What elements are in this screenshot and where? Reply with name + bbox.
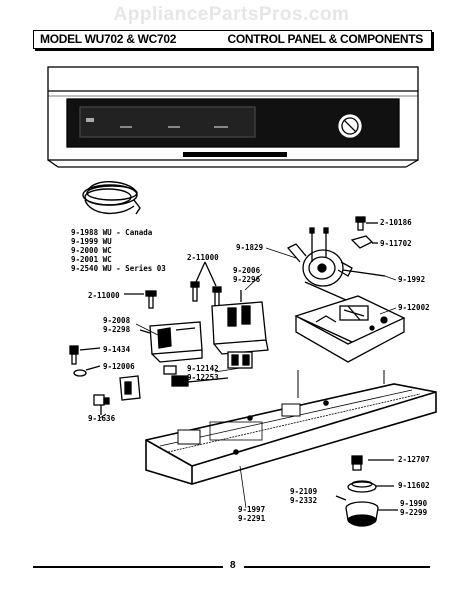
harness-part: 9-2540 WU - Series 03 (71, 264, 166, 273)
part-label: 9-12253 (187, 373, 219, 382)
part-label: 2-11000 (88, 291, 120, 300)
screw-11000-pair (190, 261, 222, 307)
part-label: 9-2298 (103, 325, 131, 334)
section-title: CONTROL PANEL & COMPONENTS (227, 32, 423, 46)
mounting-plate (294, 295, 406, 363)
harness-list: 9-1988 WU - Canada 9-1999 WU 9-2000 WC 9… (71, 228, 166, 273)
part-label: 9-1829 (236, 243, 264, 252)
harness-part: 9-1988 WU - Canada (71, 228, 153, 237)
clip-11702 (350, 235, 378, 249)
part-label: 2-12707 (398, 455, 430, 464)
part-label: 9-1990 (400, 499, 428, 508)
harness-part: 9-1999 WU (71, 237, 112, 246)
part-label: 9-2109 (290, 487, 318, 496)
harness-part: 9-2001 WC (71, 255, 112, 264)
switch-2008 (139, 321, 203, 363)
model-title: MODEL WU702 & WC702 (40, 32, 177, 46)
part-label: 9-1434 (103, 345, 131, 354)
part-label: 9-2006 (233, 266, 261, 275)
washer-12006 (73, 365, 101, 377)
switch-2006 (211, 290, 269, 355)
connector-small (163, 365, 229, 387)
part-label: 9-1992 (398, 275, 426, 284)
footer-rule-right (244, 566, 430, 568)
part-label: 2-10186 (380, 218, 412, 227)
part-label: 9-1636 (88, 414, 116, 423)
part-label: 9-2299 (400, 508, 428, 517)
console-base (145, 370, 437, 485)
part-label: 9-11702 (380, 239, 412, 248)
part-label: 9-2291 (238, 514, 266, 523)
page-header: MODEL WU702 & WC702 CONTROL PANEL & COMP… (33, 30, 432, 49)
relay-12142 (227, 351, 253, 369)
wire-harness (82, 181, 141, 215)
screw-10186 (355, 216, 378, 231)
page-number: 8 (230, 560, 236, 571)
timer-assembly (286, 227, 386, 301)
relay-1636 (93, 394, 110, 415)
screw-1434 (69, 345, 101, 365)
switch-left-small (119, 375, 141, 401)
part-label: 9-12002 (398, 303, 430, 312)
part-label: 9-2008 (103, 316, 131, 325)
knob-assembly (335, 455, 398, 527)
part-label: 9-12006 (103, 362, 135, 371)
control-panel-overview (47, 66, 419, 168)
part-label: 2-11000 (187, 253, 219, 262)
part-label: 9-2296 (233, 275, 261, 284)
part-label: 9-2332 (290, 496, 318, 505)
part-label: 9-1997 (238, 505, 266, 514)
footer-rule-left (33, 566, 223, 568)
screw-11000-left (124, 290, 157, 309)
part-label: 9-12142 (187, 364, 219, 373)
watermark: AppliancePartsPros.com (113, 4, 350, 25)
part-label: 9-11602 (398, 481, 430, 490)
harness-part: 9-2000 WC (71, 246, 112, 255)
